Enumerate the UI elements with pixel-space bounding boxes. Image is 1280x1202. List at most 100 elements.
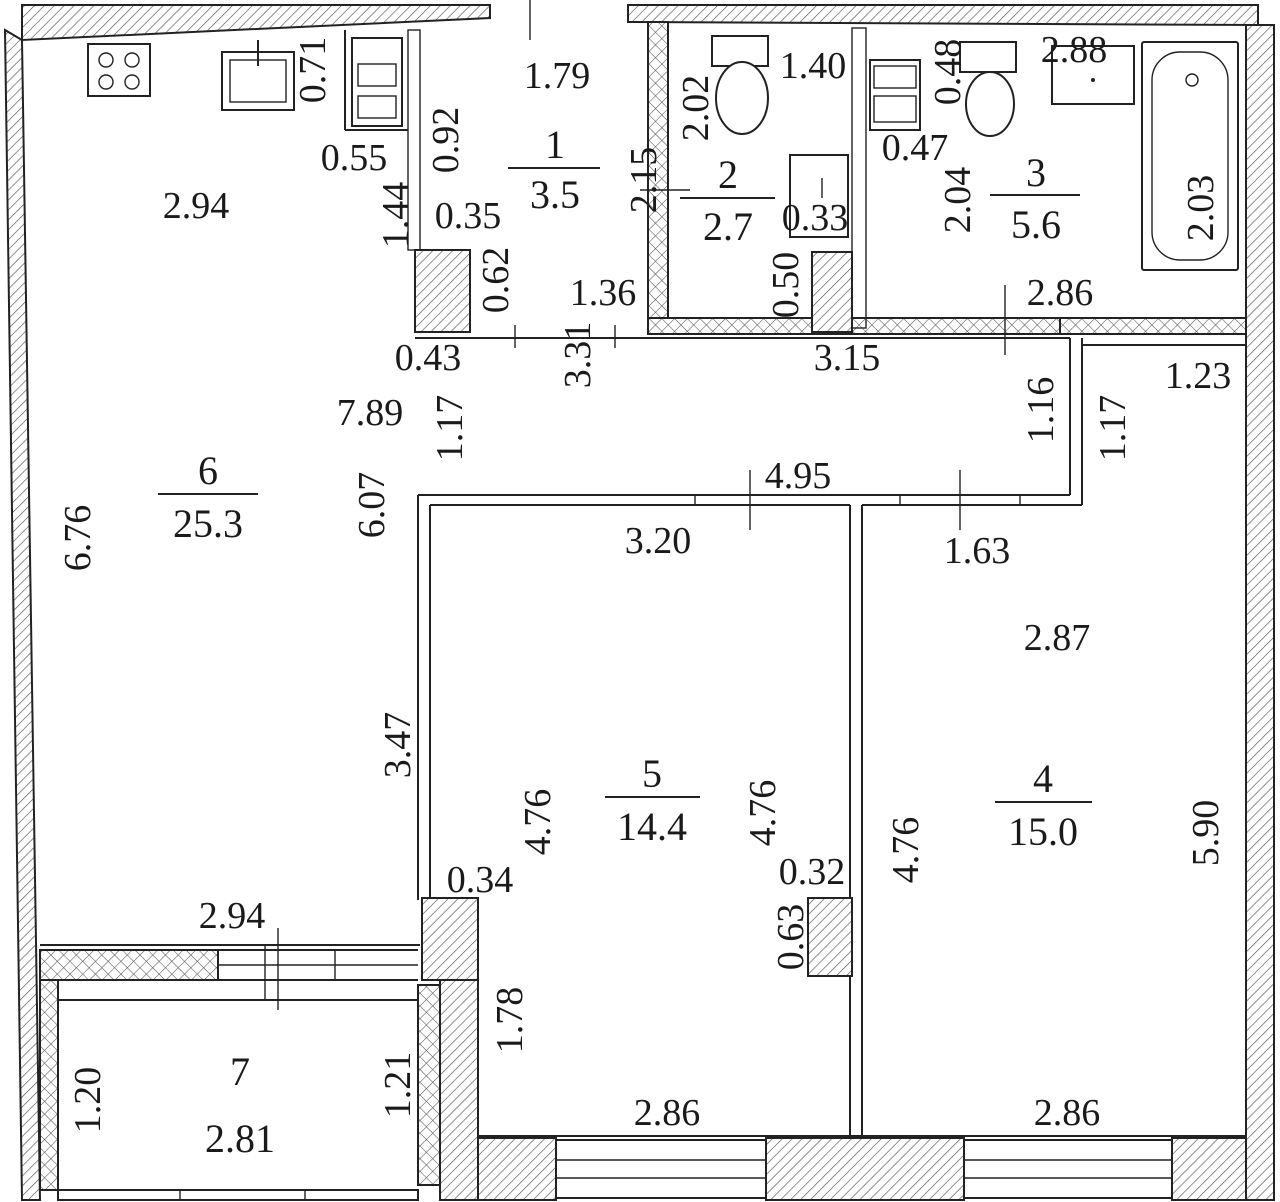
- kitchen-sink-icon: [221, 40, 295, 111]
- dimension-label: 1.23: [1165, 355, 1232, 397]
- left-wall: [3, 28, 42, 1201]
- dimension-label: 2.03: [1180, 175, 1222, 242]
- dimension-label: 4.76: [517, 789, 559, 856]
- dimension-label: 0.35: [435, 195, 502, 237]
- bottom-wall-mid: [765, 1137, 965, 1201]
- dimension-label: 1.17: [1092, 395, 1134, 462]
- dimension-label: 6.76: [57, 505, 99, 572]
- dimension-label: 2.02: [675, 75, 717, 142]
- dimension-label: 6.07: [351, 472, 393, 539]
- dimension-label: 0.33: [782, 197, 849, 239]
- door-marks: [264, 0, 1006, 1010]
- toilet-icon: [711, 35, 769, 135]
- stove-icon: [87, 43, 151, 97]
- bath-sink-icon: [1051, 45, 1135, 105]
- dimension-label: 3.47: [377, 712, 419, 779]
- wet-zone-walls: [407, 21, 1247, 335]
- bottom-wall-right: [1171, 1137, 1247, 1201]
- dimension-label: 1.36: [570, 272, 637, 314]
- balcony: [39, 944, 479, 1201]
- room-labels: 1 3.5 2 2.7 3 5.6 4 15.0 5 14.4 6 25.3 7…: [158, 122, 1092, 1161]
- dimension-label: 2.86: [1027, 272, 1094, 314]
- dimension-label: 2.88: [1041, 29, 1108, 71]
- pillar-wc: [811, 251, 853, 333]
- room-number: 2: [718, 152, 738, 197]
- bottom-wall-room5: [477, 1137, 557, 1201]
- bath-toilet-icon: [959, 41, 1017, 137]
- dimension-label: 5.90: [1185, 800, 1227, 867]
- room-area: 14.4: [617, 804, 687, 849]
- room-area: 3.5: [530, 172, 580, 217]
- dimension-label: 3.31: [557, 322, 599, 389]
- dimension-label: 4.76: [742, 780, 784, 847]
- bath-partition: [851, 27, 867, 329]
- window-room4: [963, 1139, 1173, 1199]
- washing-machine-icon: [351, 37, 403, 127]
- bath-cabinet-icon: [869, 59, 921, 131]
- pillar-room5-left: [421, 897, 479, 981]
- pillar-room5-right: [807, 897, 853, 977]
- room-number: 1: [545, 122, 565, 167]
- room-number: 7: [230, 1049, 250, 1094]
- right-wall: [1245, 24, 1275, 1201]
- dimension-label: 0.50: [765, 252, 807, 319]
- dimension-label: 1.40: [780, 45, 847, 87]
- room-area: 2.81: [205, 1116, 275, 1161]
- dimension-label: 2.86: [634, 1092, 701, 1134]
- dimension-label: 0.47: [882, 127, 949, 169]
- window-room5: [555, 1139, 767, 1199]
- dimension-label: 3.15: [814, 337, 881, 379]
- dimension-label: 0.63: [770, 904, 812, 971]
- dimension-labels: 0.71 1.79 2.02 1.40 0.48 2.88 0.55 0.92 …: [57, 29, 1231, 1134]
- dimension-label: 1.17: [429, 395, 471, 462]
- room-number: 6: [198, 448, 218, 493]
- dimension-label: 1.20: [67, 1067, 109, 1134]
- dimension-label: 4.76: [885, 817, 927, 884]
- pillar-kitchen: [414, 249, 471, 333]
- top-wall-right: [627, 4, 1259, 27]
- dimension-label: 7.89: [337, 392, 404, 434]
- dimension-label: 1.21: [377, 1052, 419, 1119]
- outer-walls: [3, 4, 1275, 1201]
- dimension-label: 4.95: [765, 455, 832, 497]
- dimension-label: 1.79: [524, 55, 591, 97]
- bath-wall-3: [1059, 317, 1247, 335]
- dimension-label: 2.94: [163, 185, 230, 227]
- balcony-glazing: [57, 1189, 419, 1201]
- dimension-label: 2.04: [937, 167, 979, 234]
- balcony-top-wall: [39, 949, 219, 981]
- dimension-label: 2.15: [623, 147, 665, 214]
- dimension-label: 0.92: [425, 107, 467, 174]
- dimension-label: 0.71: [292, 37, 334, 104]
- dimension-label: 1.44: [375, 182, 417, 249]
- windows: [555, 1139, 1173, 1199]
- top-wall-left: [21, 4, 491, 42]
- dimension-label: 1.63: [944, 530, 1011, 572]
- dimension-label: 2.86: [1034, 1092, 1101, 1134]
- dimension-label: 1.78: [489, 987, 531, 1054]
- balcony-left-rail: [39, 979, 59, 1191]
- dimension-label: 2.87: [1024, 617, 1091, 659]
- dimension-label: 0.48: [927, 39, 969, 106]
- balcony-right-wall: [439, 979, 479, 1201]
- wc-sink-icon: [789, 154, 849, 238]
- dimension-label: 3.20: [625, 520, 692, 562]
- room-number: 3: [1026, 150, 1046, 195]
- dimension-label: 0.55: [321, 137, 388, 179]
- room-area: 25.3: [173, 501, 243, 546]
- pillars: [414, 249, 853, 981]
- dimension-label: 2.94: [199, 895, 266, 937]
- balcony-right-rail: [417, 984, 441, 1186]
- dimension-label: 1.16: [1020, 377, 1062, 444]
- partitions: [344, 30, 1246, 1137]
- bathtub-icon: [1141, 41, 1239, 271]
- room-area: 5.6: [1011, 202, 1061, 247]
- dimension-label: 0.62: [475, 247, 517, 314]
- dimension-label: 0.43: [395, 337, 462, 379]
- room-area: 2.7: [703, 204, 753, 249]
- dimension-label: 0.32: [779, 851, 846, 893]
- dimension-label: 0.34: [447, 859, 514, 901]
- room-number: 5: [642, 751, 662, 796]
- room-area: 15.0: [1008, 809, 1078, 854]
